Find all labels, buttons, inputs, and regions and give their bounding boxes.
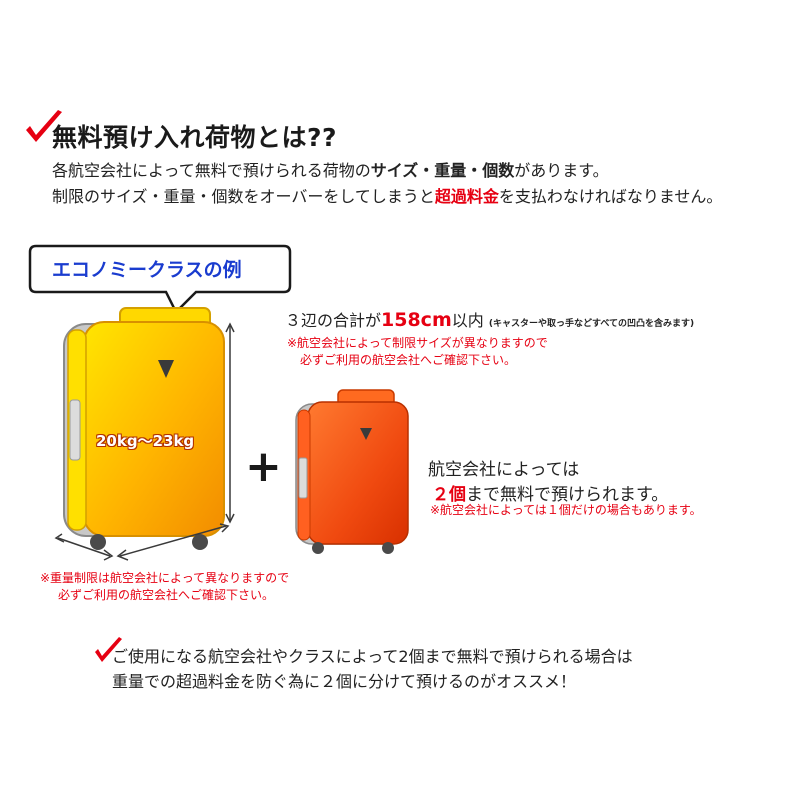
count-rule-line-2: ２個まで無料で預けられます。 <box>432 480 668 505</box>
closing-line-2: 重量での超過料金を防ぐ為に２個に分けて預けるのがオススメ！ <box>112 672 577 691</box>
bubble-label: エコノミークラスの例 <box>52 259 242 281</box>
suitcase-large <box>63 307 225 550</box>
intro-text: 各航空会社によって無料で預けられる荷物の <box>52 161 371 180</box>
count-note: ※航空会社によっては１個だけの場合もあります。 <box>430 503 702 517</box>
size-note-2: 必ずご利用の航空会社へご確認下さい。 <box>300 353 517 367</box>
weight-note-1: ※重量制限は航空会社によって異なりますので <box>40 571 290 585</box>
intro-text: があります。 <box>514 161 609 180</box>
intro-emphasis-red: 超過料金 <box>434 187 499 206</box>
size-rule-prefix: ３辺の合計が <box>285 311 382 330</box>
count-rule-text: まで無料で預けられます。 <box>466 485 669 505</box>
dimension-arrows <box>54 322 235 561</box>
size-rule-detail: (キャスターや取っ手などすべての凹凸を含みます) <box>488 319 695 329</box>
weight-tag: 20kg～23kg <box>96 432 195 450</box>
check-icon <box>26 110 62 142</box>
speech-bubble <box>28 244 292 315</box>
size-note-1: ※航空会社によって制限サイズが異なりますので <box>287 336 548 350</box>
intro-emphasis: サイズ・重量・個数 <box>370 161 515 180</box>
plus-sign: + <box>245 441 282 492</box>
intro-line-1: 各航空会社によって無料で預けられる荷物のサイズ・重量・個数があります。 <box>52 157 609 181</box>
bag-count: ２個 <box>432 485 466 505</box>
size-limit-value: 158cm <box>381 309 452 331</box>
intro-text: を支払わなければなりません。 <box>498 187 723 206</box>
size-rule: ３辺の合計が158cm以内 (キャスターや取っ手などすべての凹凸を含みます) <box>285 307 694 331</box>
check-icon <box>95 637 122 662</box>
count-rule-line-1: 航空会社によっては <box>428 460 580 480</box>
weight-note-2: 必ずご利用の航空会社へご確認下さい。 <box>58 588 275 602</box>
suitcase-small <box>295 389 409 554</box>
intro-text: 制限のサイズ・重量・個数をオーバーをしてしまうと <box>52 187 435 206</box>
page-title: 無料預け入れ荷物とは?? <box>52 123 338 152</box>
closing-line-1: ご使用になる航空会社やクラスによって2個まで無料で預けられる場合は <box>112 647 633 666</box>
size-rule-suffix: 以内 <box>451 311 484 330</box>
intro-line-2: 制限のサイズ・重量・個数をオーバーをしてしまうと超過料金を支払わなければなりませ… <box>52 183 722 207</box>
